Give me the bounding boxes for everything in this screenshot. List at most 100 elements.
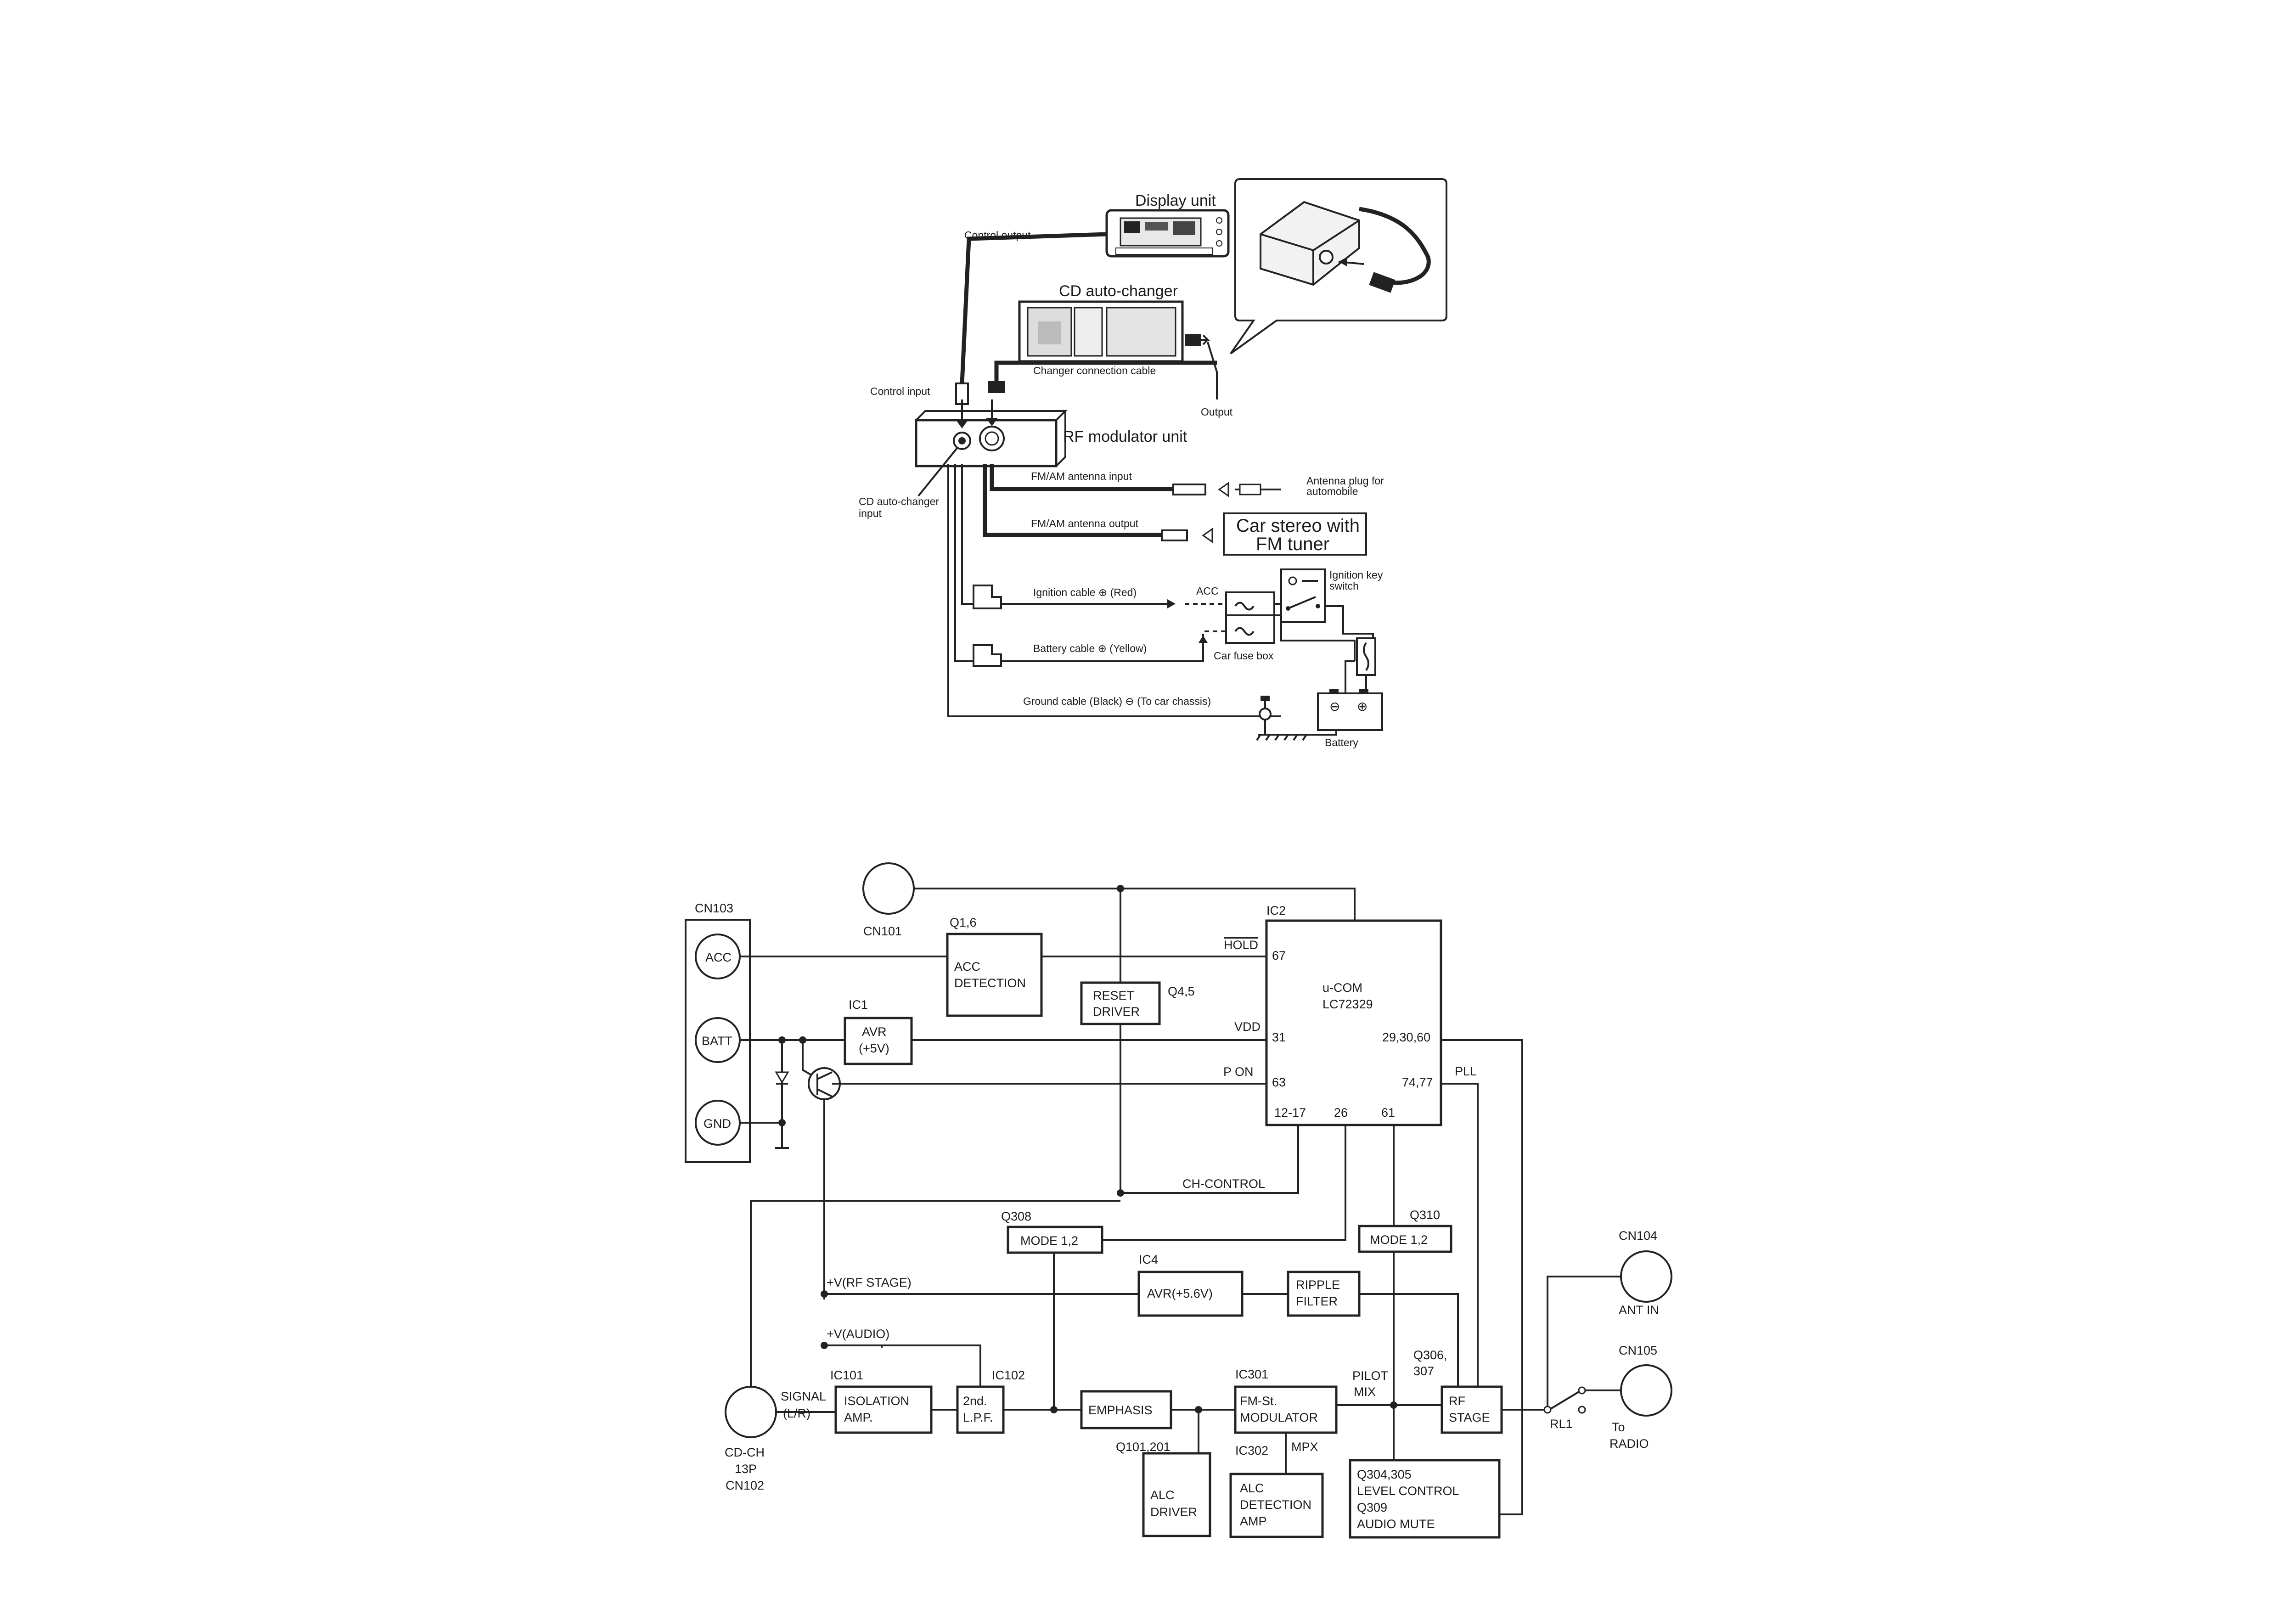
antenna-plug-label-1: Antenna plug for <box>1306 475 1384 487</box>
cd-auto-changer <box>1018 300 1184 363</box>
alc-det-text-2: DETECTION <box>1240 1498 1311 1512</box>
display-unit <box>1105 209 1230 258</box>
ic102-label: IC102 <box>992 1368 1025 1382</box>
ignition-key-switch <box>1280 568 1326 623</box>
fm-am-antenna-output-label: FM/AM antenna output <box>1031 518 1139 529</box>
connector-callout <box>1230 178 1447 354</box>
battery-cable-label: Battery cable ⊕ (Yellow) <box>1033 642 1147 654</box>
alc-driver-block <box>1142 1452 1211 1537</box>
cd-changer-input-label-1: CD auto-changer <box>859 495 939 507</box>
ic301-label: IC301 <box>1235 1367 1268 1381</box>
level-text-4: AUDIO MUTE <box>1357 1517 1435 1531</box>
v-audio-label: +V(AUDIO) <box>827 1327 889 1341</box>
reset-driver-text-2: DRIVER <box>1093 1005 1140 1018</box>
pin-31-label: 31 <box>1272 1030 1286 1044</box>
ignition-cable-label: Ignition cable ⊕ (Red) <box>1033 586 1137 598</box>
level-control-block <box>1349 1459 1501 1539</box>
mode-left-text: MODE 1,2 <box>1020 1234 1078 1248</box>
q310-label: Q310 <box>1410 1208 1440 1222</box>
pll-label: PLL <box>1455 1064 1477 1078</box>
fm-am-antenna-input-label: FM/AM antenna input <box>1031 470 1132 482</box>
acc-detection-block <box>946 933 1043 1017</box>
cn101-connector <box>862 862 915 915</box>
mode-q308-block <box>1007 1226 1103 1254</box>
car-stereo-label-1: Car stereo with <box>1236 516 1360 536</box>
pins-29-30-60-label: 29,30,60 <box>1382 1030 1430 1044</box>
signal-label-2: (L/R) <box>783 1406 810 1420</box>
mode-right-text: MODE 1,2 <box>1370 1233 1428 1247</box>
control-input-label: Control input <box>870 385 930 397</box>
fm-mod-text-2: MODULATOR <box>1240 1411 1318 1424</box>
cdch-label-1: CD-CH <box>725 1446 765 1459</box>
gnd-terminal-label: GND <box>703 1117 731 1131</box>
pins-12-17-label: 12-17 <box>1274 1106 1306 1119</box>
reset-driver-text-1: RESET <box>1093 989 1134 1002</box>
cn101-label: CN101 <box>863 924 902 938</box>
ground-cable-label: Ground cable (Black) ⊖ (To car chassis) <box>1023 695 1211 707</box>
ucom-text-2: LC72329 <box>1322 997 1373 1011</box>
q16-label: Q1,6 <box>950 916 977 929</box>
q45-label: Q4,5 <box>1168 984 1195 998</box>
vdd-label: VDD <box>1234 1020 1261 1034</box>
fm-mod-text-1: FM-St. <box>1240 1394 1277 1408</box>
pin-63-label: 63 <box>1272 1075 1286 1089</box>
ic302-label: IC302 <box>1235 1444 1268 1457</box>
alc-det-text-3: AMP <box>1240 1514 1267 1528</box>
alc-driver-text-2: DRIVER <box>1150 1505 1197 1519</box>
ripple-filter-block <box>1287 1271 1361 1317</box>
cd-changer-input-label-2: input <box>859 507 882 519</box>
isolation-amp-block <box>834 1385 933 1434</box>
emphasis-block <box>1080 1390 1172 1429</box>
avr-ic4-block <box>1137 1271 1244 1317</box>
pin-26-label: 26 <box>1334 1106 1348 1119</box>
q308-label: Q308 <box>1001 1209 1031 1223</box>
rf-stage-block <box>1441 1385 1503 1434</box>
q306-label-1: Q306, <box>1413 1348 1447 1362</box>
ic101-label: IC101 <box>830 1368 863 1382</box>
hold-label: HOLD <box>1224 938 1258 952</box>
emphasis-text: EMPHASIS <box>1088 1403 1153 1417</box>
to-radio-connector <box>1620 1364 1672 1417</box>
cd-ch-cn102-connector <box>725 1386 777 1438</box>
signal-label-1: SIGNAL <box>781 1389 826 1403</box>
changer-connection-cable-label: Changer connection cable <box>1033 365 1156 377</box>
output-label: Output <box>1201 406 1233 418</box>
cn103-label: CN103 <box>695 901 733 915</box>
avr-text-2: (+5V) <box>859 1041 889 1055</box>
iso-text-1: ISOLATION <box>844 1394 909 1408</box>
alc-detection-block <box>1229 1473 1324 1538</box>
fm-modulator-block <box>1234 1385 1338 1434</box>
car-fuse-box-label: Car fuse box <box>1214 650 1274 662</box>
level-text-3: Q309 <box>1357 1501 1387 1514</box>
lpf-block <box>956 1385 1005 1434</box>
cdch-label-3: CN102 <box>726 1479 764 1492</box>
avr-text-1: AVR <box>862 1025 887 1039</box>
avr-56-text: AVR(+5.6V) <box>1147 1287 1213 1300</box>
ch-control-label: CH-CONTROL <box>1182 1177 1265 1191</box>
battery <box>1317 692 1383 731</box>
p-on-label: P ON <box>1223 1065 1254 1079</box>
ripple-text-1: RIPPLE <box>1296 1278 1340 1292</box>
alc-det-text-1: ALC <box>1240 1481 1264 1495</box>
q306-label-2: 307 <box>1413 1364 1434 1378</box>
ignition-key-label-1: Ignition key <box>1329 569 1383 581</box>
cn104-label: CN104 <box>1619 1229 1657 1243</box>
ucom-ic2-block <box>1265 919 1442 1126</box>
ant-in-connector <box>1620 1250 1672 1303</box>
lpf-text-2: L.P.F. <box>963 1411 993 1424</box>
batt-terminal-label: BATT <box>702 1034 732 1048</box>
rf-stage-text-1: RF <box>1449 1394 1465 1408</box>
to-radio-label-2: RADIO <box>1609 1437 1649 1451</box>
v-rf-stage-label: +V(RF STAGE) <box>827 1276 912 1289</box>
ripple-text-2: FILTER <box>1296 1294 1338 1308</box>
ic4-label: IC4 <box>1139 1253 1158 1266</box>
mix-label: MIX <box>1354 1385 1376 1399</box>
reset-driver-block <box>1080 981 1161 1025</box>
cn105-label: CN105 <box>1619 1344 1657 1357</box>
ic2-label: IC2 <box>1266 904 1286 917</box>
acc-terminal-label: ACC <box>705 951 732 964</box>
pin-67-label: 67 <box>1272 949 1286 962</box>
acc-detection-text-2: DETECTION <box>954 976 1026 990</box>
